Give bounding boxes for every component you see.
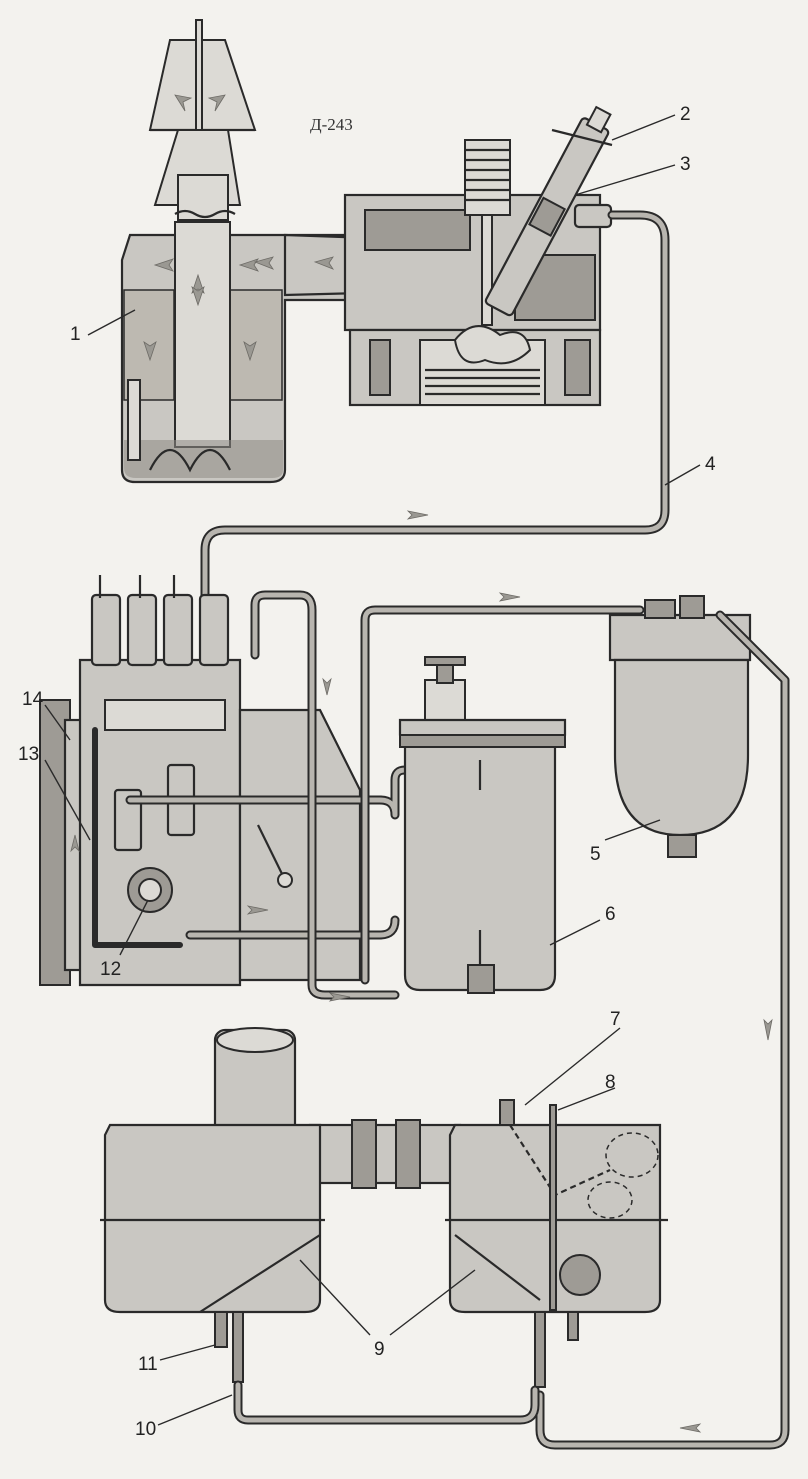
callout-leaders <box>44 114 701 1426</box>
callout-4: 4 <box>705 454 716 475</box>
callout-3: 3 <box>680 154 691 175</box>
callout-11: 11 <box>138 1354 158 1375</box>
callout-12: 12 <box>100 959 121 980</box>
callout-1: 1 <box>70 324 81 345</box>
callout-5: 5 <box>590 844 601 865</box>
callout-2: 2 <box>680 104 691 125</box>
high-pressure-line <box>200 210 670 610</box>
engine-model-title: Д-243 <box>310 115 353 134</box>
callout-8: 8 <box>605 1072 616 1093</box>
supply-line <box>535 610 790 1450</box>
sediment-filter <box>608 595 752 858</box>
callout-13: 13 <box>18 744 39 765</box>
callout-6: 6 <box>605 904 616 925</box>
callout-9: 9 <box>374 1339 385 1360</box>
callout-10: 10 <box>135 1419 156 1440</box>
fuel-injector <box>484 105 613 317</box>
engine-head <box>343 139 602 407</box>
air-cleaner <box>120 19 362 484</box>
low-pressure-lines <box>70 590 645 1002</box>
fine-filter <box>398 656 567 994</box>
callout-7: 7 <box>610 1009 621 1030</box>
fuel-tanks <box>100 1027 668 1425</box>
callout-14: 14 <box>22 689 44 710</box>
